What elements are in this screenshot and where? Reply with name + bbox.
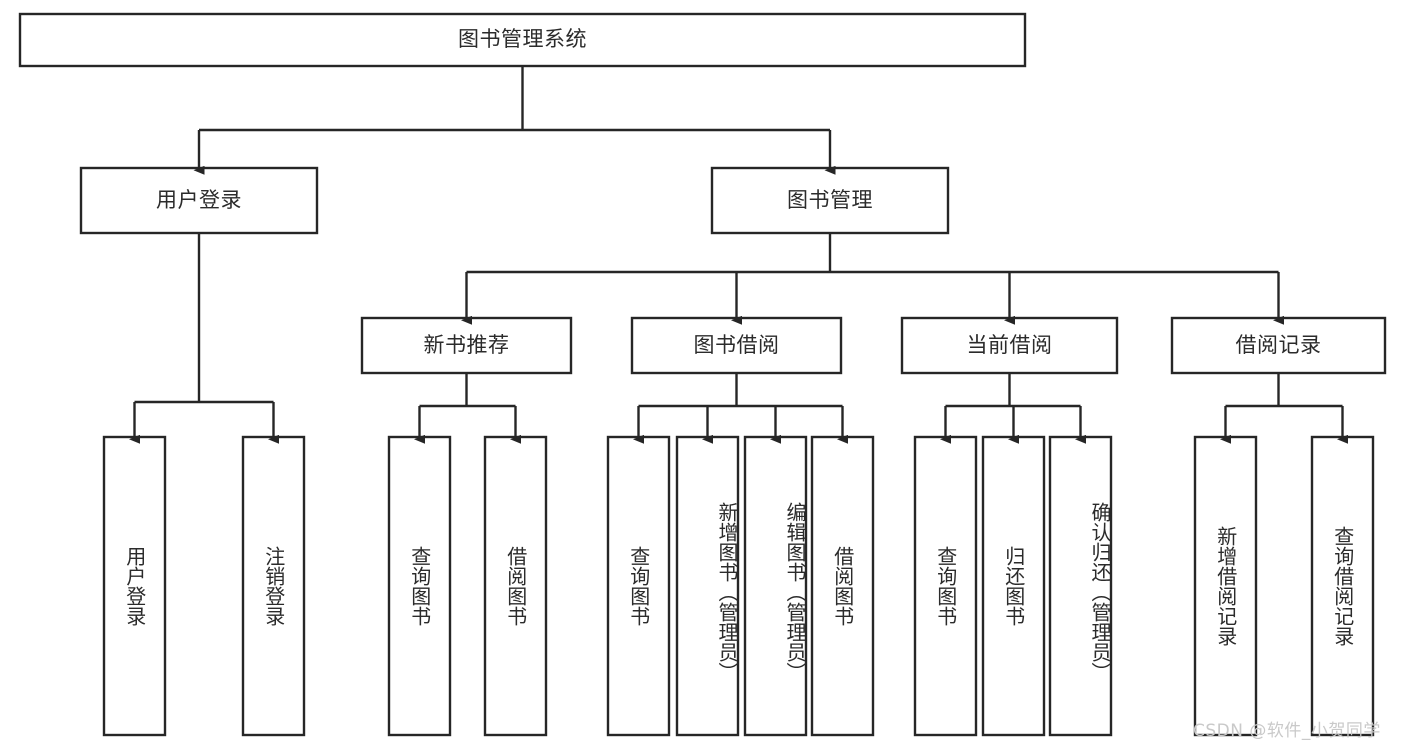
node-box-root[interactable] [18,12,1027,68]
node-box-leaf-return-book[interactable] [981,435,1046,737]
node-box-leaf-add-record[interactable] [1193,435,1258,737]
node-box-borrow-record[interactable] [1170,316,1387,375]
node-box-current-borrow[interactable] [900,316,1119,375]
box-shapes-layer [18,12,1387,737]
node-box-user-login[interactable] [79,166,319,235]
node-box-leaf-query-book-b[interactable] [606,435,671,737]
node-box-leaf-borrow-book-rec[interactable] [483,435,548,737]
node-box-leaf-query-record[interactable] [1310,435,1375,737]
node-box-leaf-confirm-return[interactable] [1048,435,1113,737]
node-box-leaf-user-login[interactable] [102,435,167,737]
node-box-leaf-edit-book[interactable] [743,435,808,737]
node-box-leaf-query-book-rec[interactable] [387,435,452,737]
node-box-leaf-logout[interactable] [241,435,306,737]
node-box-leaf-borrow-book-b[interactable] [810,435,875,737]
node-box-book-borrow[interactable] [630,316,843,375]
node-box-book-manage[interactable] [710,166,950,235]
node-box-new-book-rec[interactable] [360,316,573,375]
node-box-leaf-query-book-c[interactable] [913,435,978,737]
node-box-leaf-add-book[interactable] [675,435,740,737]
connectors-layer [129,66,1348,444]
